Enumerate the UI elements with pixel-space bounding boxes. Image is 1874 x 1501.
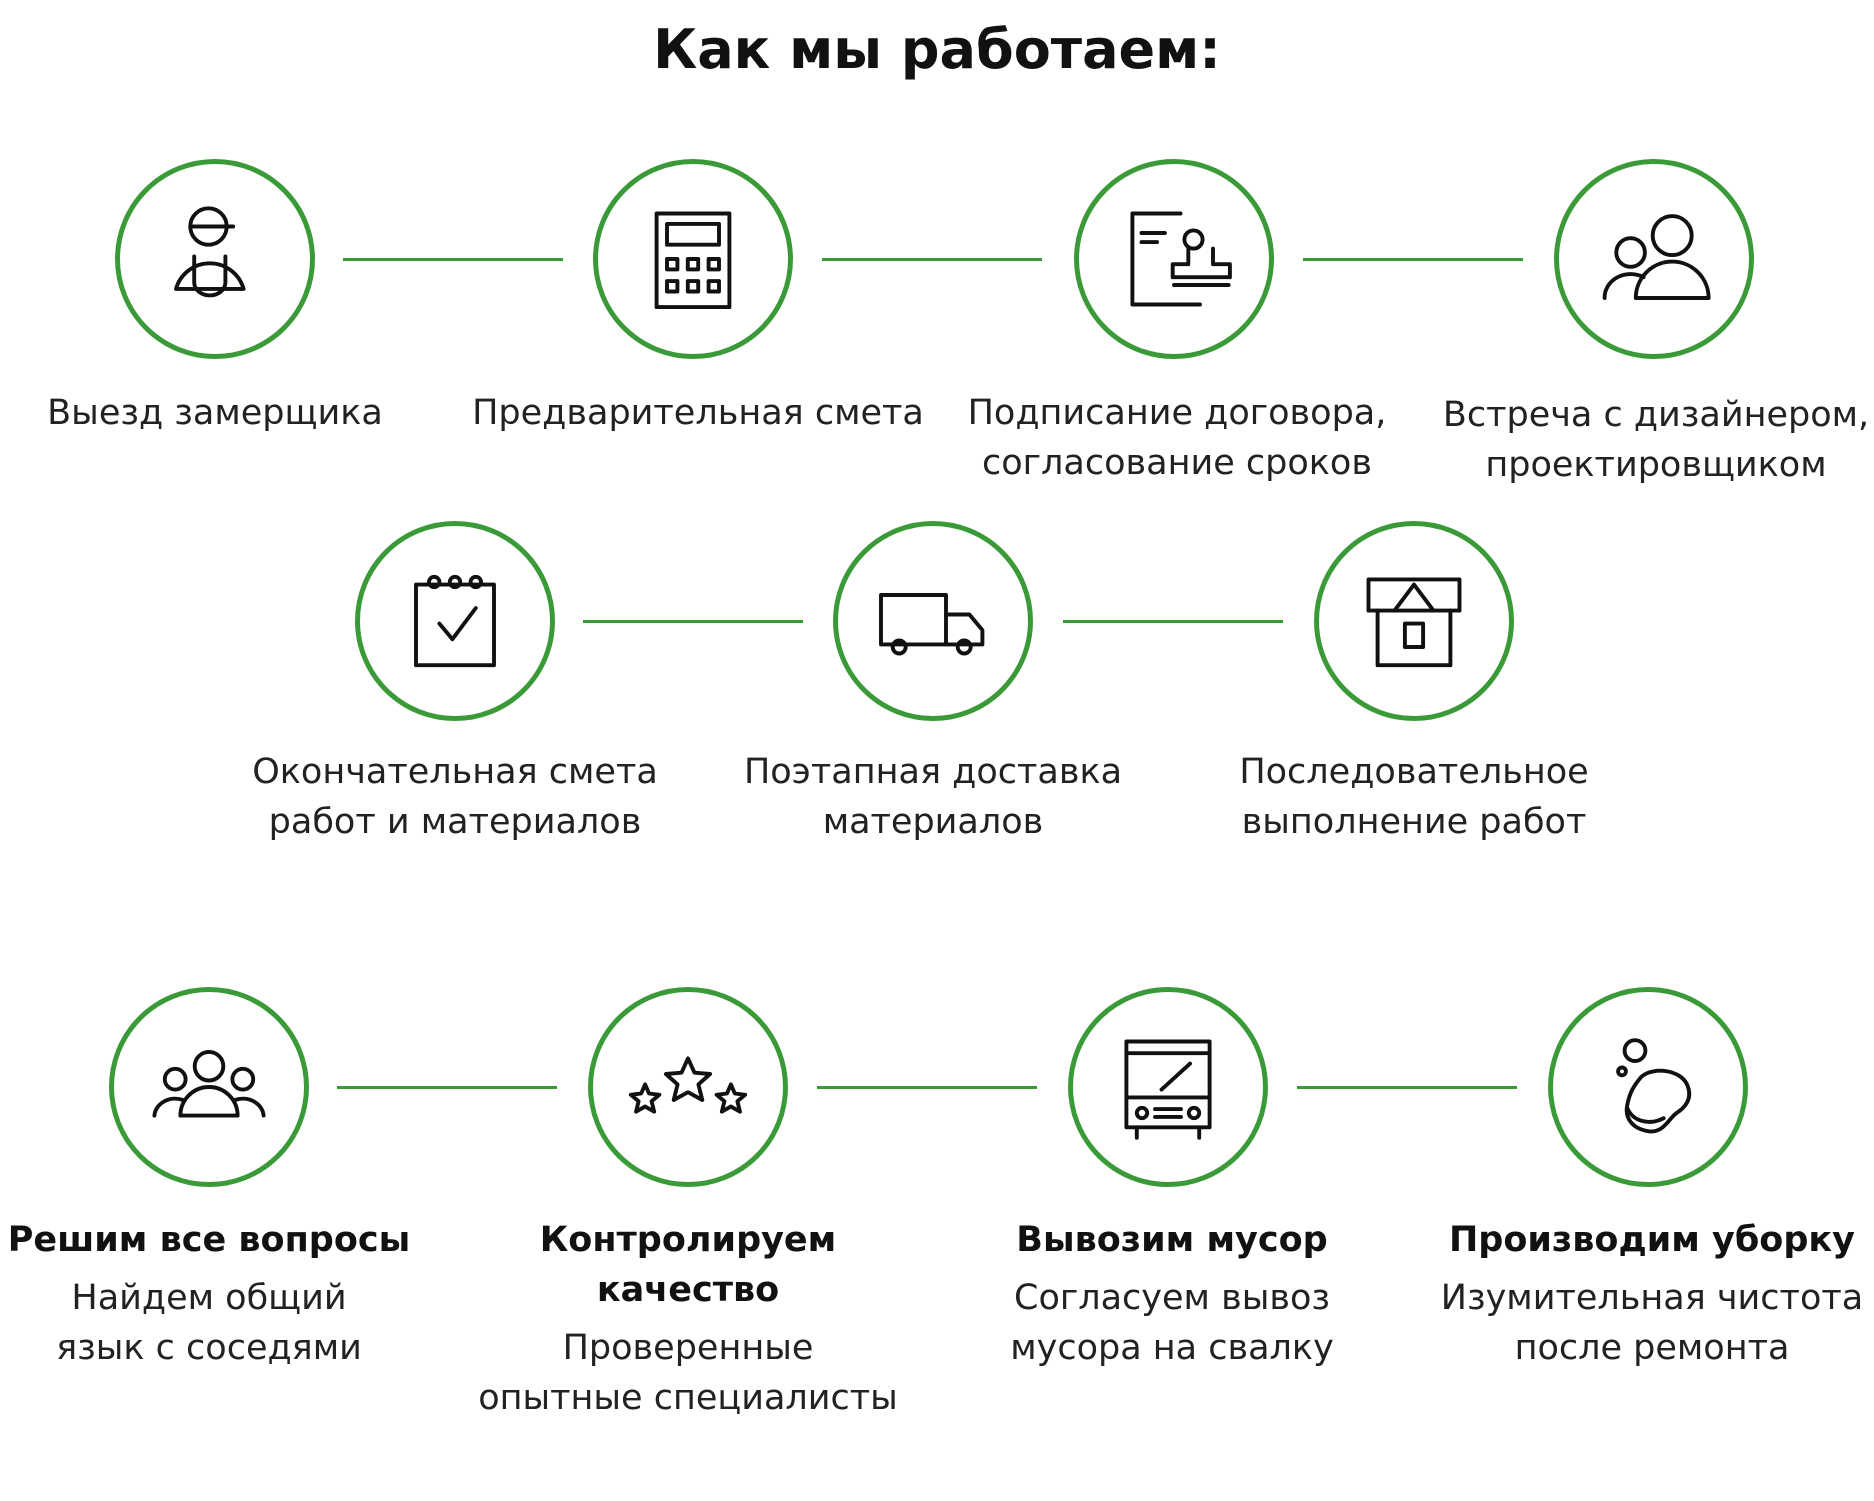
step-contract bbox=[1074, 159, 1274, 359]
step-calculator bbox=[593, 159, 793, 359]
step-meeting bbox=[1554, 159, 1754, 359]
benefit-questions bbox=[109, 987, 309, 1187]
benefit-cleaning bbox=[1548, 987, 1748, 1187]
step-worker bbox=[115, 159, 315, 359]
benefit-title: Производим уборку bbox=[1449, 1220, 1855, 1260]
benefit-title: Вывозим мусор bbox=[1016, 1220, 1328, 1260]
label-line: опытные специалисты bbox=[478, 1378, 898, 1418]
worker-icon bbox=[174, 206, 246, 298]
step-delivery bbox=[833, 521, 1033, 721]
step-label: Предварительная смета bbox=[458, 388, 938, 438]
label-line: Предварительная смета bbox=[472, 393, 924, 433]
label-line: Встреча с дизайнером, bbox=[1442, 395, 1870, 435]
step-label: Встреча с дизайнером, проектировщиком bbox=[1416, 390, 1874, 490]
label-line: Выезд замерщика bbox=[47, 393, 383, 433]
label-line: проектировщиком bbox=[1485, 445, 1827, 485]
step-execution bbox=[1314, 521, 1514, 721]
house-icon bbox=[1366, 577, 1462, 668]
people-icon bbox=[1602, 214, 1711, 300]
label-line: Согласуем вывоз bbox=[1014, 1278, 1330, 1318]
step-label: Поэтапная доставка материалов bbox=[693, 747, 1173, 847]
benefit-quality bbox=[588, 987, 788, 1187]
group-icon bbox=[152, 1049, 266, 1118]
label-line: Проверенные bbox=[562, 1328, 814, 1368]
label-line: Найдем общий bbox=[71, 1278, 347, 1318]
connector-line bbox=[817, 1086, 1037, 1089]
label-line: Изумительная чистота bbox=[1440, 1278, 1864, 1318]
calculator-icon bbox=[654, 211, 732, 310]
step-label: Последовательное выполнение работ bbox=[1174, 747, 1654, 847]
sponge-icon bbox=[1616, 1038, 1692, 1134]
contract-stamp-icon bbox=[1130, 211, 1232, 307]
step-label: Подписание договора, согласование сроков bbox=[937, 388, 1417, 488]
label-line: Подписание договора, bbox=[967, 393, 1387, 433]
benefit-title: Контролируем качество bbox=[539, 1220, 837, 1310]
page-title: Как мы работаем: bbox=[653, 18, 1221, 81]
label-line: мусора на свалку bbox=[1010, 1328, 1334, 1368]
label-line: материалов bbox=[822, 802, 1044, 842]
label-line: язык с соседями bbox=[56, 1328, 362, 1368]
connector-line bbox=[1063, 620, 1283, 623]
truck-icon bbox=[879, 593, 985, 656]
step-final-estimate bbox=[355, 521, 555, 721]
benefit-title: Решим все вопросы bbox=[7, 1220, 411, 1260]
connector-line bbox=[1297, 1086, 1517, 1089]
connector-line bbox=[337, 1086, 557, 1089]
connector-line bbox=[343, 258, 563, 261]
connector-line bbox=[1303, 258, 1523, 261]
connector-line bbox=[822, 258, 1042, 261]
label-line: согласование сроков bbox=[982, 443, 1372, 483]
stars-icon bbox=[628, 1056, 748, 1114]
benefit-garbage bbox=[1068, 987, 1268, 1187]
label-line: Поэтапная доставка bbox=[743, 752, 1123, 792]
calendar-check-icon bbox=[414, 574, 496, 668]
label-line: выполнение работ bbox=[1241, 802, 1587, 842]
label-line: Окончательная смета bbox=[252, 752, 658, 792]
step-label: Выезд замерщика bbox=[0, 388, 455, 438]
step-label: Окончательная смета работ и материалов bbox=[215, 747, 695, 847]
connector-line bbox=[583, 620, 803, 623]
label-line: Последовательное bbox=[1239, 752, 1589, 792]
garbage-truck-icon bbox=[1124, 1039, 1212, 1140]
label-line: после ремонта bbox=[1514, 1328, 1790, 1368]
label-line: работ и материалов bbox=[268, 802, 642, 842]
